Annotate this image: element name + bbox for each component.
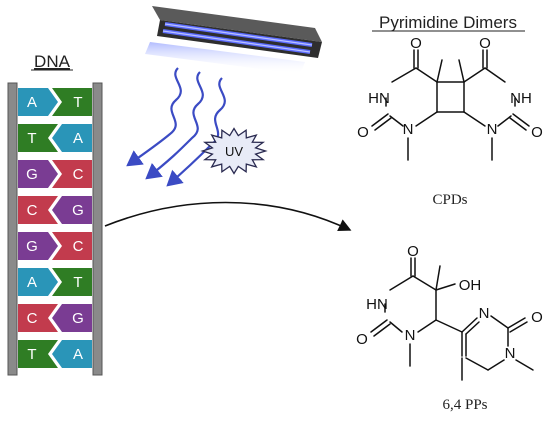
cpd-atom-nh: NH	[510, 90, 532, 107]
dna-base-left	[18, 88, 58, 116]
cpd-atom-hn: HN	[368, 90, 390, 107]
uv-burst: UV	[200, 127, 268, 175]
dna-base-right-label: G	[72, 202, 84, 219]
dna-base-right-label: C	[73, 166, 84, 183]
uv-tube-1-highlight	[164, 23, 313, 46]
pp-atom-o: O	[356, 331, 368, 348]
dna-base-left-label: C	[27, 202, 38, 219]
pp-atom-oh: OH	[459, 277, 482, 294]
uv-tube-2-highlight	[162, 30, 311, 53]
uv-burst-label: UV	[225, 144, 243, 159]
dna-ladder: A T T A G C C G G C A T C G T A	[7, 82, 103, 376]
pp-atom-n: N	[505, 345, 516, 362]
dna-base-left	[18, 268, 58, 296]
cpd-atom-o: O	[479, 35, 491, 52]
pp-atom-hn: HN	[366, 296, 388, 313]
cpd-structure: O O HN NH O O N N	[357, 35, 543, 161]
pp-atom-o: O	[407, 243, 419, 260]
dna-base-right	[52, 304, 92, 332]
dna-base-left	[18, 232, 58, 260]
dna-base-right-label: T	[73, 94, 82, 111]
dna-base-left-label: G	[26, 238, 38, 255]
uv-ray-2	[145, 71, 204, 180]
dna-title: DNA	[34, 52, 71, 71]
dna-base-left-label: A	[27, 94, 37, 111]
dna-base-left-label: A	[27, 274, 37, 291]
pp-structure: O OH HN O N N O N	[356, 243, 543, 381]
reaction-arrow	[104, 201, 352, 231]
uv-burst-shape	[200, 127, 268, 175]
cpd-atom-n: N	[487, 121, 498, 138]
cpd-atom-o: O	[410, 35, 422, 52]
dna-base-right	[52, 124, 92, 152]
dna-base-right	[52, 196, 92, 224]
dna-base-left-label: T	[27, 130, 36, 147]
uv-glow	[145, 42, 305, 74]
dna-base-left	[18, 196, 58, 224]
dna-base-left	[18, 160, 58, 188]
pp-atom-o: O	[531, 309, 543, 326]
pp-atom-n: N	[405, 327, 416, 344]
uv-rays	[126, 67, 226, 187]
dna-base-right	[52, 160, 92, 188]
dna-base-left	[18, 304, 58, 332]
dna-base-right-label: T	[73, 274, 82, 291]
cpd-atom-o: O	[357, 124, 369, 141]
dna-base-right	[52, 340, 92, 368]
dna-base-left	[18, 124, 58, 152]
pp-atom-n: N	[479, 305, 490, 322]
dna-base-left	[18, 340, 58, 368]
dna-base-left-label: T	[27, 346, 36, 363]
uv-lamp	[145, 6, 322, 74]
dna-base-right-label: A	[73, 346, 83, 363]
dna-base-right	[52, 268, 92, 296]
dna-base-right	[52, 232, 92, 260]
uv-ray-1	[126, 67, 182, 167]
dna-base-right-label: G	[72, 310, 84, 327]
cpd-atom-n: N	[403, 121, 414, 138]
uv-ray-3	[166, 77, 226, 187]
dna-base-left-label: G	[26, 166, 38, 183]
dna-backbone-right	[92, 82, 103, 376]
dna-base-right	[52, 88, 92, 116]
dna-base-right-label: C	[73, 238, 84, 255]
lamp-housing-top	[152, 6, 322, 42]
dna-base-right-label: A	[73, 130, 83, 147]
dimers-title: Pyrimidine Dimers	[379, 13, 517, 32]
cpd-caption: CPDs	[432, 192, 467, 208]
dna-base-left-label: C	[27, 310, 38, 327]
cpd-atom-o: O	[531, 124, 543, 141]
pp-caption: 6,4 PPs	[442, 397, 487, 413]
dna-backbone-left	[7, 82, 18, 376]
